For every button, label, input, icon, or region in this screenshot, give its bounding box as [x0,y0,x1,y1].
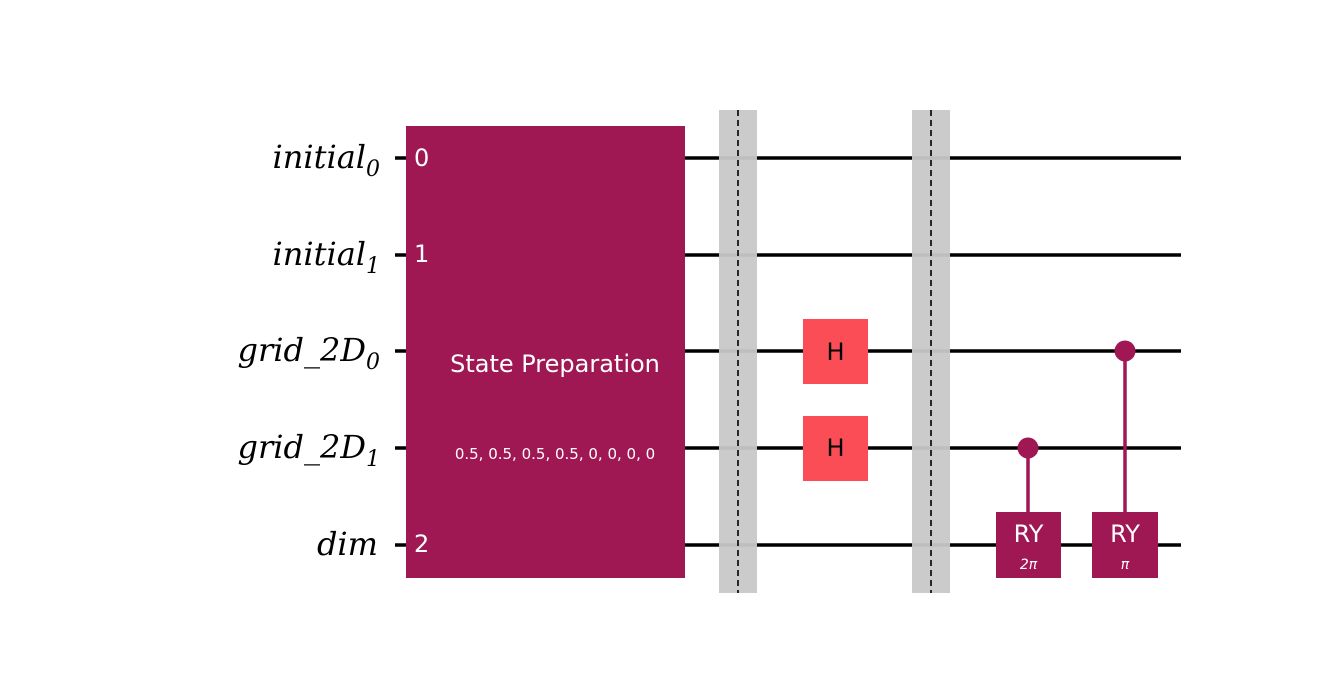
ry-gate-label: RY [1014,520,1044,548]
state-preparation-gate: 0 1 2 State Preparation 0.5, 0.5, 0.5, 0… [406,126,685,578]
control-dot [1114,340,1136,362]
state-preparation-box [406,126,685,578]
hadamard-gate-grid-2d-1: H [803,416,868,481]
wire-labels: initial0 initial1 grid_2D0 grid_2D1 dim [237,138,380,563]
wire-label-dim: dim [317,525,378,563]
hadamard-box [803,319,868,384]
state-prep-title: State Preparation [450,350,660,378]
hadamard-gate-grid-2d-0: H [803,319,868,384]
barrier-1 [719,110,757,593]
wire-label-initial-0: initial0 [273,138,380,182]
wire-label-initial-1: initial1 [273,235,380,279]
ry-gate-box [996,512,1061,578]
state-prep-port-2: 2 [414,530,429,558]
ry-gate-param: π [1121,557,1130,573]
hadamard-label: H [826,434,844,462]
wire-label-grid-2d-1: grid_2D1 [237,428,380,472]
wire-label-grid-2d-0: grid_2D0 [237,331,380,375]
controlled-ry-gate-1: RY 2π [996,437,1061,578]
state-prep-port-1: 1 [414,240,429,268]
ry-gate-box [1092,512,1158,578]
barrier-2 [912,110,950,593]
state-prep-params: 0.5, 0.5, 0.5, 0.5, 0, 0, 0, 0 [455,445,655,463]
hadamard-box [803,416,868,481]
hadamard-label: H [826,338,844,366]
ry-gate-label: RY [1110,520,1140,548]
control-dot [1017,437,1039,459]
ry-gate-param: 2π [1020,557,1038,573]
state-prep-port-0: 0 [414,144,429,172]
controlled-ry-gate-2: RY π [1092,340,1158,578]
